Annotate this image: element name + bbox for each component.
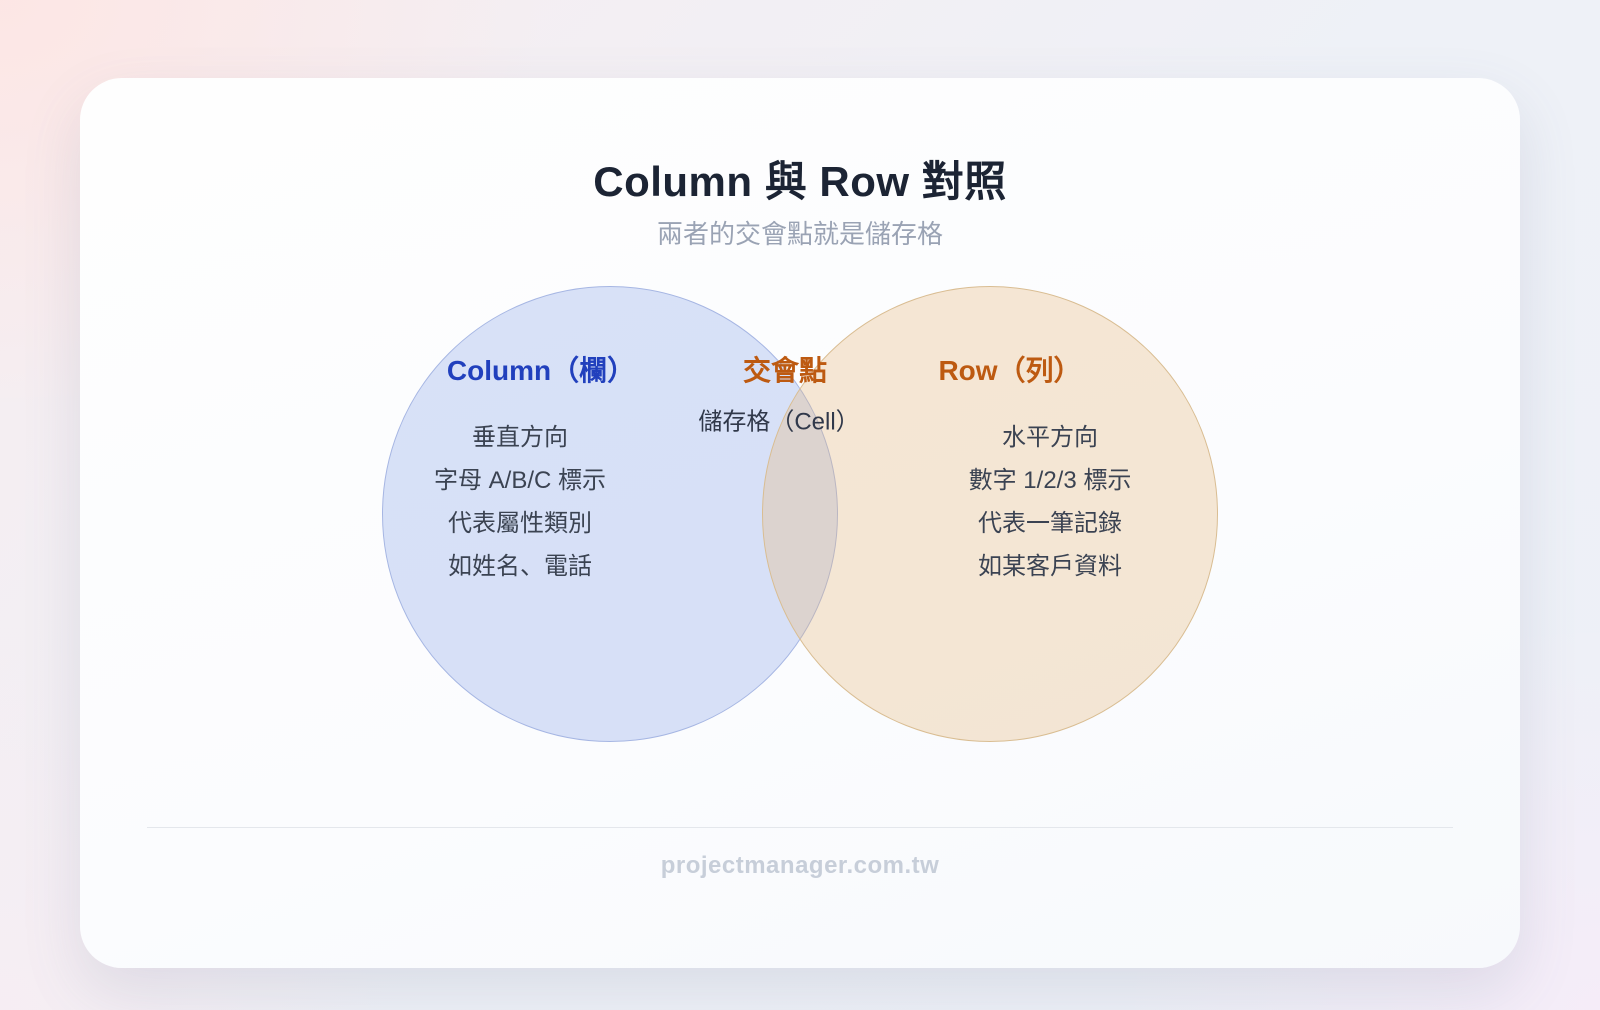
intersection-label: 交會點	[742, 355, 828, 386]
column-feature-item: 垂直方向	[472, 424, 568, 451]
footer-watermark: projectmanager.com.tw	[660, 852, 940, 879]
footer-divider	[147, 827, 1453, 828]
row-feature-item: 數字 1/2/3 標示	[968, 467, 1132, 494]
row-feature-item: 如某客戶資料	[978, 553, 1122, 580]
column-feature-item: 如姓名、電話	[448, 553, 592, 580]
intersection-value: 儲存格（Cell）	[698, 408, 860, 436]
page-title: Column 與 Row 對照	[593, 158, 1007, 205]
column-feature-item: 代表屬性類別	[448, 510, 592, 537]
row-label: Row（列）	[938, 355, 1082, 386]
row-feature-item: 水平方向	[1002, 424, 1098, 451]
column-label: Column（欄）	[446, 355, 636, 386]
column-feature-item: 字母 A/B/C 標示	[433, 467, 607, 494]
row-circle	[762, 286, 1218, 742]
column-feature-list: 垂直方向 字母 A/B/C 標示 代表屬性類別 如姓名、電話	[434, 416, 606, 588]
row-feature-item: 代表一筆記錄	[978, 510, 1122, 537]
row-feature-list: 水平方向 數字 1/2/3 標示 代表一筆記錄 如某客戶資料	[969, 416, 1132, 588]
infographic-card: Column 與 Row 對照 兩者的交會點就是儲存格 Column（欄） 交會…	[80, 78, 1520, 968]
page-subtitle: 兩者的交會點就是儲存格	[656, 219, 943, 249]
